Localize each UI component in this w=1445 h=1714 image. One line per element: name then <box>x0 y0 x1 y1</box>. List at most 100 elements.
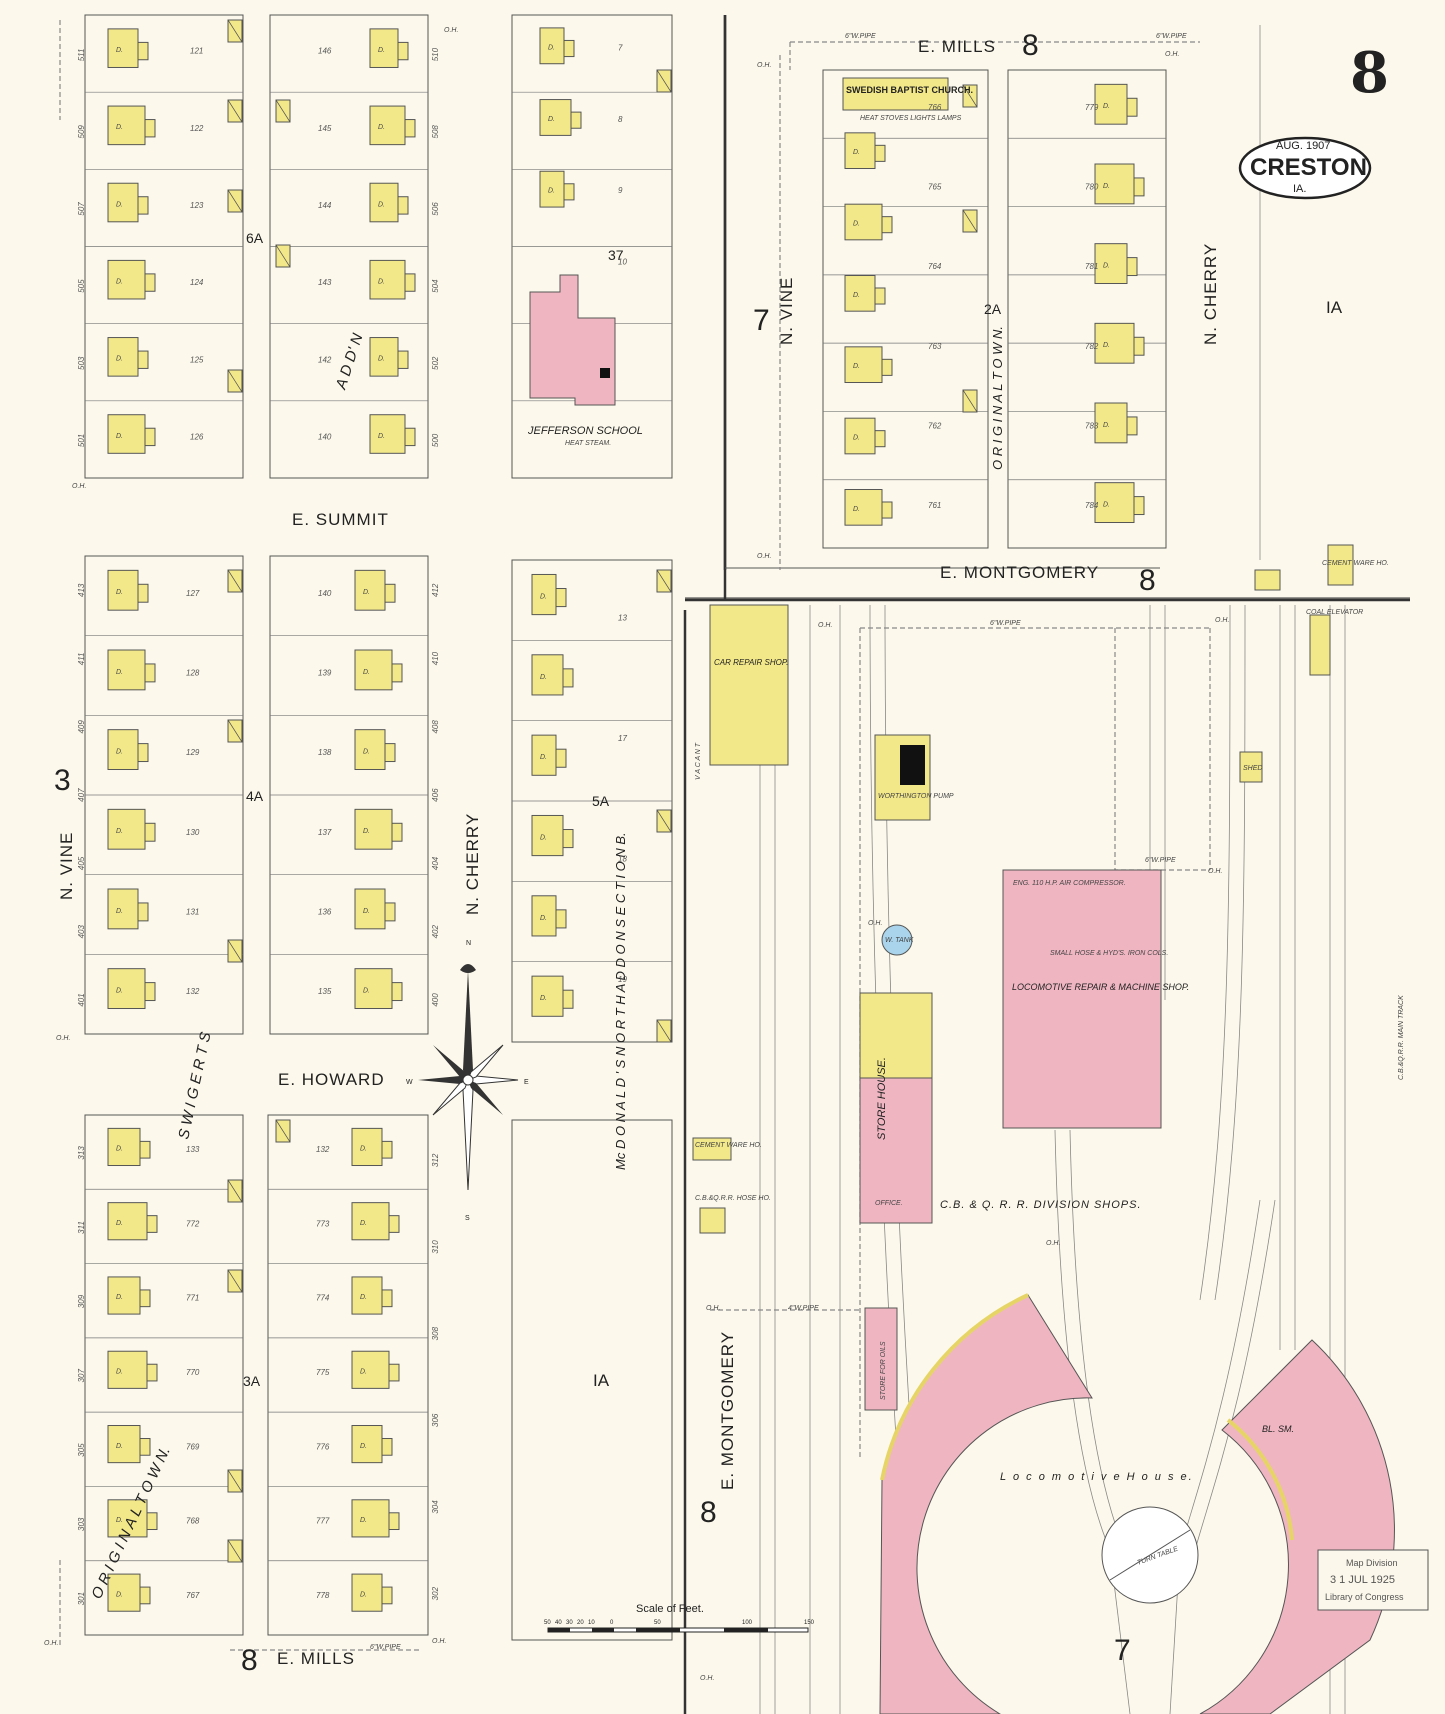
ref-8-mont: 8 <box>1139 564 1156 597</box>
house-number: 507 <box>77 202 86 216</box>
dwelling-label: D. <box>116 433 123 440</box>
scale-tick: 50 <box>544 1620 551 1626</box>
dwelling: D. <box>531 975 574 1017</box>
loco-house-label: L o c o m o t i v e H o u s e. <box>1000 1471 1194 1483</box>
oh-label-8: O.H. <box>1208 868 1222 875</box>
block-ne1 <box>822 69 989 549</box>
lot-number: 761 <box>928 501 941 510</box>
dwelling-label: D. <box>1103 502 1110 509</box>
dwelling: D. <box>531 734 567 776</box>
lot-number: 137 <box>318 828 332 837</box>
dwelling: D. <box>369 337 409 377</box>
cement-ware-left <box>692 1137 732 1161</box>
loco-house-right <box>1199 1339 1395 1714</box>
oh-label-14: O.H. <box>700 1675 714 1682</box>
dwelling-label: D. <box>116 908 123 915</box>
ref-8-top: 8 <box>1022 29 1039 62</box>
lot-number: 772 <box>186 1219 200 1228</box>
lot-number: 139 <box>318 669 332 678</box>
dwelling-label: D. <box>1103 103 1110 110</box>
dwelling: D. <box>1094 243 1138 285</box>
house-number: 502 <box>431 356 440 370</box>
pipe-label-3: 6"W.PIPE <box>990 620 1021 627</box>
lot-number: 129 <box>186 748 200 757</box>
dwelling: D. <box>107 968 156 1010</box>
lot-number: 9 <box>618 186 623 195</box>
car-repair-shop <box>709 604 789 766</box>
lot-number: 17 <box>618 734 627 743</box>
dwelling: D. <box>369 105 416 146</box>
house-number: 408 <box>431 720 440 734</box>
dwelling-label: D. <box>378 201 385 208</box>
dwelling: D. <box>531 654 574 696</box>
dwelling-label: D. <box>360 1220 367 1227</box>
lot-number: 140 <box>318 589 332 598</box>
lot-number: 13 <box>618 613 627 622</box>
dwelling-label: D. <box>1103 263 1110 270</box>
dwelling: D. <box>531 895 567 937</box>
street-e-montgomery-v: E. MONTGOMERY <box>718 1331 737 1490</box>
dwelling: D. <box>539 170 575 208</box>
outbuilding <box>227 1469 243 1493</box>
dwelling-label: D. <box>360 1591 367 1598</box>
outbuilding <box>227 99 243 123</box>
dwelling: D. <box>107 649 156 691</box>
lot-number: 769 <box>186 1442 200 1451</box>
dwelling: D. <box>1094 402 1138 444</box>
dwelling: D. <box>369 259 416 300</box>
dwelling: D. <box>354 968 403 1010</box>
dwelling-label: D. <box>116 1294 123 1301</box>
house-number: 505 <box>77 279 86 293</box>
dwelling-label: D. <box>540 995 547 1002</box>
coal-elev-label: COAL ELEVATOR <box>1306 609 1363 616</box>
addition-original-right: O R I G I N A L T O W N. <box>990 326 1005 470</box>
addition-add-n: A D D' N <box>332 331 366 392</box>
dwelling: D. <box>107 414 156 454</box>
lot-number: 133 <box>186 1145 200 1154</box>
stamp-line3: Library of Congress <box>1325 1592 1404 1602</box>
dwelling-label: D. <box>116 749 123 756</box>
title-cartouche: 8 AUG. 1907 CRESTON IA. <box>1238 40 1389 200</box>
house-number: 400 <box>431 993 440 1007</box>
dwelling: D. <box>107 182 149 223</box>
lot-number: 136 <box>318 908 332 917</box>
outbuilding <box>275 1119 291 1143</box>
dwelling-label: D. <box>116 1369 123 1376</box>
dwelling: D. <box>107 1573 151 1612</box>
outbuilding <box>227 189 243 213</box>
house-number: 313 <box>77 1146 86 1160</box>
main-track-label: C.B.&Q.R.R. MAIN TRACK <box>1398 995 1405 1080</box>
scale-tick: 10 <box>588 1620 595 1626</box>
block-sw2 <box>267 1114 429 1636</box>
lot-number: 128 <box>186 669 200 678</box>
lot-number: 19 <box>618 975 627 984</box>
house-number: 511 <box>77 49 86 62</box>
dwelling: D. <box>107 888 149 930</box>
lot-number: 766 <box>928 103 942 112</box>
loco-repair-label: LOCOMOTIVE REPAIR & MACHINE SHOP. <box>1012 982 1189 992</box>
lot-number: 7 <box>618 44 623 53</box>
dwelling-label: D. <box>378 433 385 440</box>
shed-label: SHED <box>1243 765 1262 772</box>
dwelling-label: D. <box>378 47 385 54</box>
church-label: SWEDISH BAPTIST CHURCH. <box>846 85 973 95</box>
dwelling: D. <box>539 27 575 65</box>
block-sw <box>84 1114 244 1636</box>
dwelling: D. <box>1094 322 1145 364</box>
house-number: 405 <box>77 856 86 870</box>
scale-tick: 20 <box>577 1620 584 1626</box>
pipe-label-4: 4"W.PIPE <box>788 1305 819 1312</box>
outbuilding <box>962 389 978 413</box>
compass-w: W <box>406 1079 413 1086</box>
lot-numbers: 1211221231241251261271281291301311321337… <box>77 44 1099 1606</box>
dwelling: D. <box>369 28 409 68</box>
dwelling: D. <box>107 259 156 300</box>
outbuilding <box>962 209 978 233</box>
dwelling: D. <box>351 1425 393 1464</box>
lot-number: 779 <box>1085 103 1099 112</box>
railroad-buildings: CAR REPAIR SHOP. WORTHINGTON PUMP W. TAN… <box>692 544 1395 1714</box>
dwelling-label: D. <box>116 201 123 208</box>
dwelling-label: D. <box>116 124 123 131</box>
house-number: 307 <box>77 1369 86 1383</box>
